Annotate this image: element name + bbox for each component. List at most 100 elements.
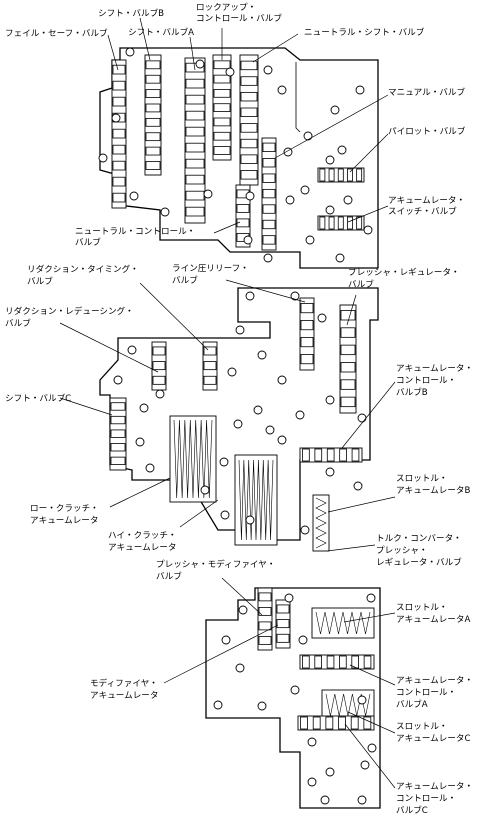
bolt-hole [203, 189, 213, 199]
label-reduction-reducing-valve-line1: リダクション・レデューシング・ [5, 305, 134, 317]
bolt-hole [265, 425, 275, 435]
bolt-hole [277, 85, 287, 95]
spool-land [240, 76, 258, 86]
spool-land [328, 168, 335, 182]
bolt-hole [285, 195, 295, 205]
bolt-hole [343, 195, 353, 205]
label-lockup-control-valve-line1: ロックアップ・ [196, 2, 256, 13]
upper-spools [112, 60, 363, 245]
label-shift-valve-b: シフト・バルブB [98, 7, 164, 19]
spool-land [300, 353, 314, 365]
spool-land [213, 131, 231, 141]
spool-land [112, 80, 126, 91]
spool-land [363, 655, 372, 669]
bolt-hole [284, 593, 294, 603]
spool-land [347, 168, 353, 182]
label-accumulator-control-valve-c-line2: コントロール・ [396, 794, 456, 804]
spool-land [185, 110, 205, 121]
bolt-hole [113, 375, 123, 385]
spool-land [338, 716, 346, 730]
spool-land [240, 107, 258, 117]
label-pressure-regulator-valve-line2: バルブ [348, 278, 374, 290]
spool-land [145, 132, 161, 142]
spool-land [302, 448, 310, 462]
label-throttle-accumulator-a-line2: アキュームレータA [396, 614, 470, 625]
spool-land [185, 78, 205, 89]
bolt-hole [303, 131, 313, 141]
bolt-hole [357, 795, 367, 805]
bolt-hole [155, 389, 165, 399]
spool-land [258, 607, 272, 616]
bolt-hole [290, 291, 300, 301]
label-modifier-accumulator-line2: アキュームレータ [90, 690, 159, 701]
spool-land [325, 716, 334, 730]
spool-land [145, 161, 161, 170]
label-neutral-shift-valve: ニュートラル・シフト・バルブ [304, 26, 425, 38]
spool-land [326, 448, 335, 462]
spool-land [185, 206, 205, 217]
middle-bolt-holes [113, 291, 367, 535]
spool-land [258, 592, 272, 602]
spool-land [340, 396, 356, 408]
spool-land [145, 74, 161, 84]
bolt-hole [317, 313, 327, 323]
bolt-hole [195, 59, 205, 69]
spool-land [319, 168, 326, 182]
leader-lines [59, 17, 396, 789]
bolt-hole [200, 485, 210, 495]
spool-land [300, 336, 314, 348]
bolt-hole [290, 685, 300, 695]
spool-land [185, 190, 205, 201]
spool-land [152, 361, 166, 371]
label-accumulator-control-valve-c-line3: バルブC [396, 804, 428, 816]
spool-land [363, 716, 372, 730]
bolt-hole [325, 767, 335, 777]
bolt-hole [245, 515, 255, 525]
bolt-hole [145, 463, 155, 473]
spool-land [145, 60, 161, 70]
bolt-hole [139, 403, 149, 413]
spool-land [276, 633, 290, 643]
spool-land [145, 103, 161, 113]
label-accumulator-control-valve-b-line3: バルブB [396, 386, 428, 398]
label-accumulator-control-valve-a-line1: アキュームレータ・ [396, 675, 473, 686]
spool-land [356, 168, 363, 182]
bolt-hole [360, 760, 370, 770]
spool-land [314, 448, 323, 462]
bolt-hole [363, 225, 373, 235]
bolt-hole [235, 663, 245, 673]
spool-land [112, 96, 126, 107]
bolt-hole [257, 701, 267, 711]
spool-land [340, 344, 356, 356]
spool-land [213, 103, 231, 112]
bolt-hole [325, 205, 335, 215]
bolt-hole [220, 510, 230, 520]
bolt-hole [135, 437, 145, 447]
bolt-hole [355, 85, 365, 95]
spool-land [300, 319, 314, 331]
bolt-hole [357, 695, 367, 705]
accumulator-control-valve-c-bore [297, 715, 375, 731]
spool-land [262, 204, 276, 214]
spool-land [213, 60, 231, 70]
bolt-hole [300, 525, 310, 535]
label-shift-valve-a: シフト・バルブA [128, 26, 194, 38]
bolt-hole [219, 457, 229, 467]
spool-land [112, 144, 126, 155]
label-tc-pressure-regulator-valve-line2: プレッシャ・ [376, 545, 428, 556]
label-manual-valve: マニュアル・バルブ [388, 86, 465, 98]
label-throttle-accumulator-b-line2: アキュームレータB [396, 485, 470, 496]
spool-land [351, 655, 359, 669]
bolt-hole [367, 743, 377, 753]
label-neutral-control-valve-line2: バルブ [75, 236, 101, 248]
spool-land [110, 456, 126, 465]
label-neutral-control-valve-line1: ニュートラル・コントロール・ [75, 226, 195, 237]
spool-land [213, 117, 231, 127]
label-high-clutch-accumulator-line1: ハイ・クラッチ・ [108, 530, 177, 541]
label-reduction-reducing-valve-line2: バルブ [5, 317, 31, 329]
spool-land [276, 619, 290, 629]
spool-land [213, 146, 231, 155]
spool-land [112, 160, 126, 171]
bolt-hole [320, 795, 330, 805]
spool-land [110, 443, 126, 452]
